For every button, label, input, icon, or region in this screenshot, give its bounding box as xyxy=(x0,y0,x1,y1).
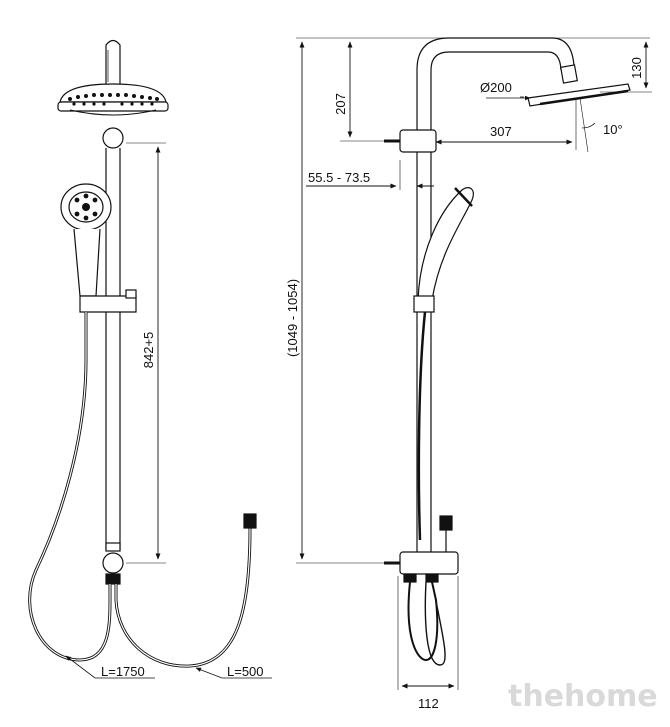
tilt-angle-label: 10° xyxy=(603,122,623,137)
diverter-outlet xyxy=(102,552,124,574)
overhead-shower-head xyxy=(57,83,169,116)
side-diverter-body xyxy=(399,551,459,575)
shower-arm-inner xyxy=(430,51,562,555)
side-view xyxy=(296,37,652,690)
head-diameter-label: Ø200 xyxy=(480,80,512,95)
nozzle-dots xyxy=(68,93,159,106)
watermark-logo: thehome xyxy=(508,679,658,714)
head-drop-label: 207 xyxy=(333,93,348,115)
side-hand-shower xyxy=(417,187,474,301)
hose-end-connector xyxy=(243,513,257,529)
hand-shower xyxy=(60,183,112,297)
height-842-label: 842+5 xyxy=(141,332,156,369)
front-view xyxy=(28,39,272,679)
hose-long-label: L=1750 xyxy=(101,664,145,679)
arm-reach-label: 307 xyxy=(490,124,512,139)
head-ball-joint xyxy=(102,127,124,149)
side-shower-head xyxy=(527,83,631,107)
long-hose xyxy=(28,312,112,662)
wall-offset-label: 55.5 - 73.5 xyxy=(308,170,370,185)
short-hose xyxy=(114,527,252,668)
wall-bracket xyxy=(399,129,437,153)
slider-bracket xyxy=(79,295,137,313)
riser-top-cap xyxy=(105,39,121,86)
hose-short-label: L=500 xyxy=(227,664,264,679)
total-height-label: (1049 - 1054) xyxy=(285,279,300,357)
bottom-width-label: 112 xyxy=(418,696,439,711)
head-height-label: 130 xyxy=(629,57,644,79)
shower-arm-outer xyxy=(416,37,575,555)
